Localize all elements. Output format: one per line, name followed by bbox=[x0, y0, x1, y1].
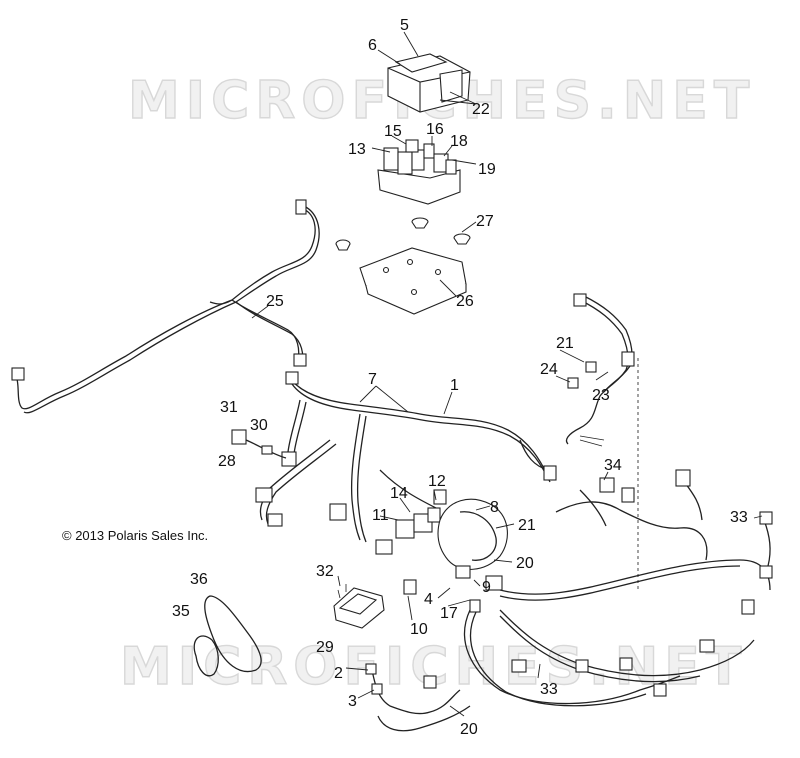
straps bbox=[193, 595, 262, 677]
main-harness-1 bbox=[255, 371, 557, 555]
harness-23 bbox=[565, 293, 635, 447]
callout-32: 32 bbox=[316, 563, 334, 580]
callout-12: 12 bbox=[428, 473, 446, 490]
callout-5: 5 bbox=[400, 17, 409, 34]
callout-30: 30 bbox=[250, 417, 268, 434]
callout-22: 22 bbox=[472, 101, 490, 118]
callout-25: 25 bbox=[266, 293, 284, 310]
callout-18: 18 bbox=[450, 133, 468, 150]
callout-2: 2 bbox=[334, 665, 343, 682]
fuse-relay-block bbox=[377, 139, 461, 205]
callout-24: 24 bbox=[540, 361, 558, 378]
callout-7: 7 bbox=[368, 371, 377, 388]
callout-17: 17 bbox=[440, 605, 458, 622]
harness-20 bbox=[365, 663, 471, 732]
callout-35: 35 bbox=[172, 603, 190, 620]
harness-25 bbox=[11, 199, 320, 414]
callout-6: 6 bbox=[368, 37, 377, 54]
callout-21-top: 21 bbox=[556, 335, 574, 352]
callout-15: 15 bbox=[384, 123, 402, 140]
callout-11: 11 bbox=[372, 507, 389, 524]
callout-19: 19 bbox=[478, 161, 496, 178]
callout-31: 31 bbox=[220, 399, 238, 416]
callout-1: 1 bbox=[450, 377, 459, 394]
callout-28: 28 bbox=[218, 453, 236, 470]
harness-33 bbox=[463, 469, 773, 707]
callout-8: 8 bbox=[490, 499, 499, 516]
callout-36: 36 bbox=[190, 571, 208, 588]
callout-23: 23 bbox=[592, 387, 610, 404]
mounting-bracket bbox=[359, 247, 467, 315]
fuse-box-cover bbox=[387, 53, 471, 113]
callout-33-right: 33 bbox=[730, 509, 748, 526]
screws bbox=[335, 217, 471, 251]
leader-lines bbox=[251, 31, 763, 717]
connector-group-28-31 bbox=[231, 429, 287, 459]
callout-3: 3 bbox=[348, 693, 357, 710]
callout-16: 16 bbox=[426, 121, 444, 138]
callout-10: 10 bbox=[410, 621, 428, 638]
callout-13: 13 bbox=[348, 141, 366, 158]
callout-20-bottom: 20 bbox=[460, 721, 478, 738]
callout-34: 34 bbox=[604, 457, 622, 474]
callout-21-mid: 21 bbox=[518, 517, 536, 534]
callout-29: 29 bbox=[316, 639, 334, 656]
callout-14: 14 bbox=[390, 485, 408, 502]
copyright-text: © 2013 Polaris Sales Inc. bbox=[62, 528, 208, 543]
callout-4: 4 bbox=[424, 591, 433, 608]
callout-numbers: 5 6 22 15 16 18 13 19 27 26 25 21 24 23 … bbox=[172, 17, 748, 738]
watermark-bottom: MICROFICHES.NET bbox=[120, 637, 747, 697]
ecu-module bbox=[333, 584, 385, 629]
callout-27: 27 bbox=[476, 213, 494, 230]
callout-9: 9 bbox=[482, 579, 491, 596]
callout-33-bottom: 33 bbox=[540, 681, 558, 698]
relay-cluster bbox=[395, 489, 508, 613]
callout-26: 26 bbox=[456, 293, 474, 310]
callout-20-mid: 20 bbox=[516, 555, 534, 572]
